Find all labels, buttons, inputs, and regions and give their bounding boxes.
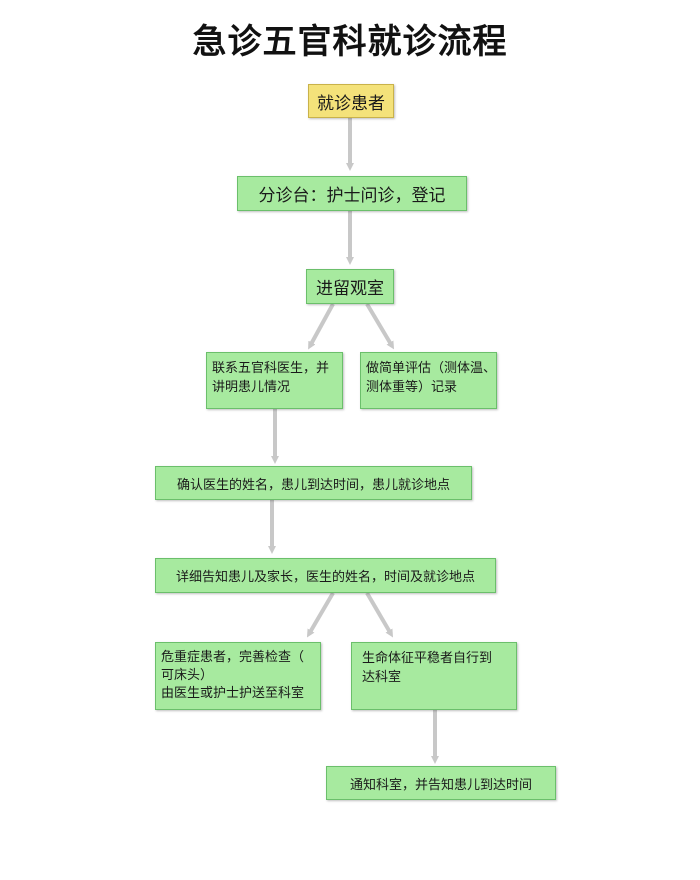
node-contact-doctor: 联系五官科医生，并 讲明患儿情况 — [206, 352, 343, 409]
node-inform-family-label: 详细告知患儿及家长，医生的姓名，时间及就诊地点 — [175, 570, 475, 585]
node-notify-label: 通知科室，并告知患儿到达时间 — [349, 777, 532, 793]
node-critical-line2: 可床头） — [161, 668, 214, 683]
node-observation-label: 进留观室 — [316, 279, 384, 299]
node-critical: 危重症患者，完善检查（ 可床头） 由医生或护士护送至科室 — [155, 642, 321, 710]
arrow-observation-contact — [308, 303, 335, 350]
arrow-inform-critical — [306, 591, 335, 638]
node-confirm-label: 确认医生的姓名，患儿到达时间，患儿就诊地点 — [176, 477, 450, 493]
node-stable: 生命体征平稳者自行到 达科室 — [351, 642, 517, 710]
node-critical-line1: 危重症患者，完善检查（ — [161, 650, 305, 665]
node-assessment-line1: 做简单评估（测体温、 — [366, 361, 497, 376]
node-critical-line3: 由医生或护士护送至科室 — [161, 686, 305, 701]
node-notify: 通知科室，并告知患儿到达时间 — [326, 766, 556, 800]
node-observation: 进留观室 — [306, 269, 394, 304]
node-assessment-line2: 测体重等）记录 — [366, 380, 458, 395]
arrow-inform-stable — [365, 591, 394, 638]
node-contact-doctor-line2: 讲明患儿情况 — [212, 380, 291, 395]
node-confirm: 确认医生的姓名，患儿到达时间，患儿就诊地点 — [155, 466, 472, 500]
node-contact-doctor-line1: 联系五官科医生，并 — [212, 361, 330, 376]
node-triage-label: 分诊台：护士问诊，登记 — [258, 186, 446, 206]
node-assessment: 做简单评估（测体温、 测体重等）记录 — [360, 352, 497, 409]
node-patient: 就诊患者 — [308, 84, 394, 118]
arrow-observation-assessment — [365, 302, 395, 350]
page-title: 急诊五官科就诊流程 — [192, 22, 508, 62]
node-triage: 分诊台：护士问诊，登记 — [237, 176, 467, 211]
node-patient-label: 就诊患者 — [317, 93, 385, 114]
node-stable-line1: 生命体征平稳者自行到 — [362, 651, 493, 666]
node-inform-family: 详细告知患儿及家长，医生的姓名，时间及就诊地点 — [155, 558, 496, 593]
node-stable-line2: 达科室 — [362, 670, 402, 685]
